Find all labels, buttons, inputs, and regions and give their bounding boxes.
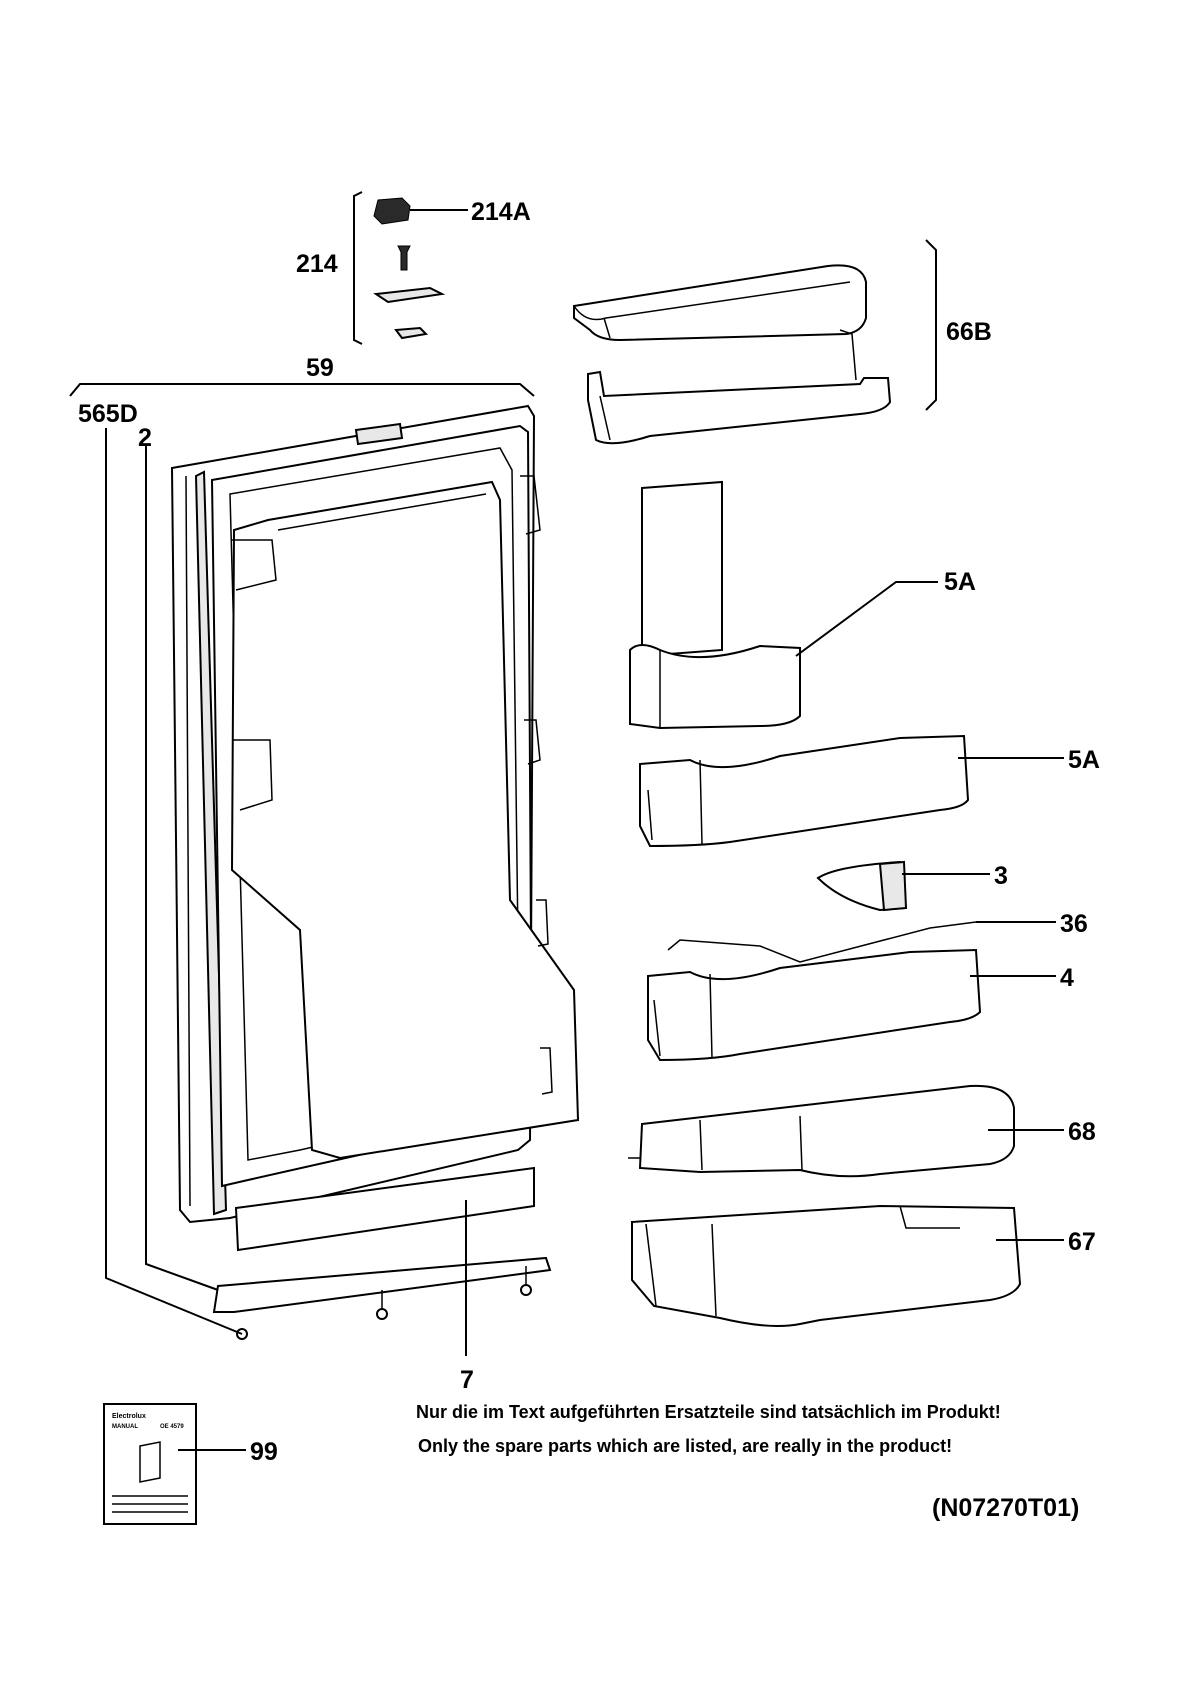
label-214A: 214A bbox=[471, 198, 531, 226]
manual-line2: OE 4579 bbox=[160, 1424, 184, 1430]
divider-3 bbox=[816, 860, 990, 912]
bottle-holder-5A-top bbox=[629, 480, 938, 730]
note-english: Only the spare parts which are listed, a… bbox=[418, 1436, 952, 1456]
label-5A-top: 5A bbox=[944, 568, 976, 596]
label-59: 59 bbox=[306, 354, 334, 382]
label-67: 67 bbox=[1068, 1228, 1096, 1256]
diagram-code: (N07270T01) bbox=[932, 1494, 1079, 1522]
label-2: 2 bbox=[138, 424, 152, 452]
label-3: 3 bbox=[994, 862, 1008, 890]
label-4: 4 bbox=[1060, 964, 1074, 992]
manual-brand: Electrolux bbox=[112, 1413, 146, 1420]
label-66B: 66B bbox=[946, 318, 992, 346]
label-5A-mid: 5A bbox=[1068, 746, 1100, 774]
label-99: 99 bbox=[250, 1438, 278, 1466]
dairy-compartment-66B bbox=[573, 239, 937, 445]
bottle-bar-36 bbox=[667, 921, 1056, 963]
label-36: 36 bbox=[1060, 910, 1088, 938]
hinge-assembly-214 bbox=[353, 191, 468, 345]
crisper-cover-68 bbox=[628, 1084, 1064, 1178]
label-68: 68 bbox=[1068, 1118, 1096, 1146]
door-shelf-4 bbox=[647, 948, 1056, 1062]
note-german: Nur die im Text aufgeführten Ersatzteile… bbox=[416, 1402, 1001, 1422]
manual-line1: MANUAL bbox=[112, 1424, 138, 1430]
door-frame bbox=[69, 383, 580, 1356]
label-565D: 565D bbox=[78, 400, 138, 428]
label-7: 7 bbox=[460, 1366, 474, 1394]
label-214: 214 bbox=[296, 250, 338, 278]
crisper-drawer-67 bbox=[631, 1204, 1064, 1327]
manual-card-99: Electrolux MANUAL OE 4579 bbox=[103, 1403, 246, 1525]
door-shelf-5A-mid bbox=[639, 734, 1064, 848]
